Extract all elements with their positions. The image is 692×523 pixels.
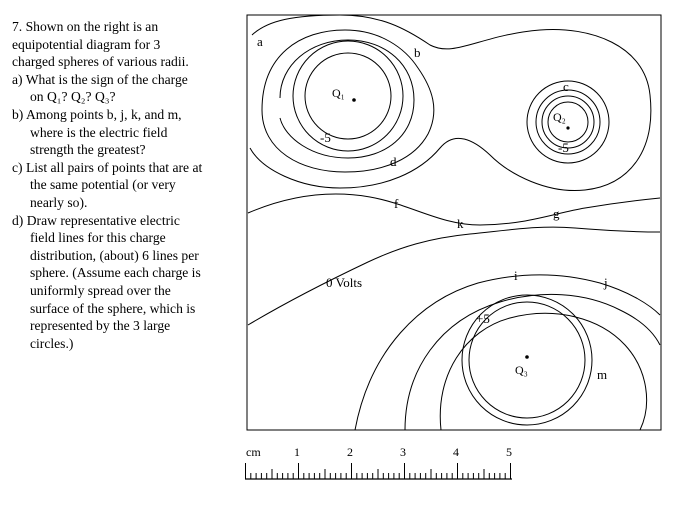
ruler-tick-label: 2 <box>347 445 353 459</box>
equipotential-mid-top <box>261 29 435 173</box>
question-d: d) Draw representative electric field li… <box>12 212 242 353</box>
q2-sphere <box>547 101 589 143</box>
q2-label: Q₂ <box>553 110 566 124</box>
question-a-line: a) What is the sign of the charge <box>12 71 188 87</box>
point-d-label: d <box>390 154 397 169</box>
equipotential-outer-top <box>249 14 652 192</box>
ruler-tick-label: 1 <box>294 445 300 459</box>
point-i-label: i <box>514 268 518 283</box>
question-d-line: represented by the 3 large <box>30 318 171 334</box>
question-b-line: where is the electric field <box>30 124 168 140</box>
q1-label: Q₁ <box>332 86 345 100</box>
equipotential-q3-plus5 <box>439 312 648 431</box>
equipotential-q1-inner <box>292 40 404 152</box>
equipotential-zero <box>247 226 661 326</box>
q1-center-dot <box>352 98 356 102</box>
question-d-line: sphere. (Assume each charge is <box>30 265 201 281</box>
equipotential-q3-inner <box>461 294 593 426</box>
point-m-label: m <box>597 367 607 382</box>
equipotential-q2-mid <box>541 95 595 149</box>
point-f-label: f <box>394 196 399 211</box>
question-d-line: field lines for this charge <box>30 230 166 246</box>
equipotential-q2-outer <box>526 80 610 164</box>
question-a-line: on Q₁? Q₂? Q₃? <box>30 89 116 105</box>
contour-label-zero: 0 Volts <box>326 275 362 290</box>
ruler-unit-label: cm <box>246 445 261 459</box>
question-d-line: surface of the sphere, which is <box>30 300 196 316</box>
question-c-line: c) List all pairs of points that are at <box>12 159 203 175</box>
question-d-line: d) Draw representative electric <box>12 212 180 228</box>
question-b-line: b) Among points b, j, k, and m, <box>12 106 182 122</box>
question-d-line: circles.) <box>30 335 74 351</box>
point-g-label: g <box>553 206 560 221</box>
problem-line: equipotential diagram for 3 <box>12 36 161 52</box>
question-b: b) Among points b, j, k, and m, where is… <box>12 106 242 159</box>
contour-label-minus5-q2: -5 <box>558 140 569 155</box>
point-b-label: b <box>414 45 421 60</box>
equipotential-q3-second <box>404 293 661 431</box>
question-c: c) List all pairs of points that are at … <box>12 159 242 212</box>
question-c-line: nearly so). <box>30 194 88 210</box>
q2-center-dot <box>566 126 570 130</box>
problem-line: charged spheres of various radii. <box>12 54 189 70</box>
ruler-tick-label: 4 <box>453 445 459 459</box>
question-b-line: strength the greatest? <box>30 142 146 158</box>
diagram-frame <box>246 14 662 431</box>
question-d-line: uniformly spread over the <box>30 282 171 298</box>
cm-ruler: cm 1 2 3 4 5 <box>245 445 512 480</box>
q3-label: Q₃ <box>515 363 528 377</box>
equipotential-lines <box>247 14 661 431</box>
q1-sphere <box>304 52 392 140</box>
equipotential-q1-minus5 <box>279 39 415 159</box>
point-a-label: a <box>257 34 263 49</box>
point-k-label: k <box>457 216 464 231</box>
equipotential-q3-outer <box>354 274 661 431</box>
q3-center-dot <box>525 355 529 359</box>
ruler-tick-label: 5 <box>506 445 512 459</box>
equipotential-fg <box>247 193 661 226</box>
ruler-tick-label: 3 <box>400 445 406 459</box>
question-d-line: distribution, (about) 6 lines per <box>30 247 199 263</box>
point-c-label: c <box>563 79 569 94</box>
ruler-tick-marks <box>245 463 511 479</box>
contour-label-plus5: +5 <box>476 311 490 326</box>
problem-line: 7. Shown on the right is an <box>12 19 159 34</box>
question-c-line: the same potential (or very <box>30 177 176 193</box>
problem-text: 7. Shown on the right is an equipotentia… <box>12 18 242 352</box>
question-a: a) What is the sign of the charge on Q₁?… <box>12 71 242 106</box>
contour-label-minus5-q1: -5 <box>320 130 331 145</box>
q3-sphere <box>468 301 586 419</box>
point-j-label: j <box>603 275 608 290</box>
equipotential-q2-minus5 <box>535 89 601 155</box>
